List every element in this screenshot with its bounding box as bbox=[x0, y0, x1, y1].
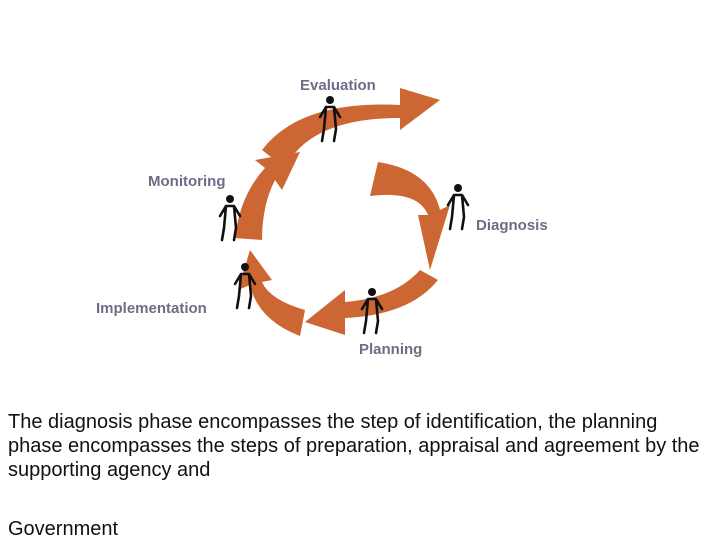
caption-text: The diagnosis phase encompasses the step… bbox=[8, 411, 700, 481]
arrow-implementation bbox=[238, 250, 305, 336]
person-icon bbox=[233, 263, 257, 310]
project-cycle-diagram: Evaluation Diagnosis Planning Implementa… bbox=[96, 77, 548, 358]
person-icon bbox=[318, 96, 342, 143]
stage-label-implementation: Implementation bbox=[96, 300, 207, 317]
arrow-diagnosis bbox=[370, 162, 450, 270]
person-icon bbox=[446, 184, 470, 231]
arrow-evaluation bbox=[262, 88, 440, 168]
arrow-planning bbox=[305, 270, 438, 335]
stage-label-diagnosis: Diagnosis bbox=[476, 217, 548, 234]
caption-tail-text: Government bbox=[8, 518, 119, 540]
stage-label-evaluation: Evaluation bbox=[300, 77, 376, 94]
person-icon bbox=[218, 195, 242, 242]
stage-label-planning: Planning bbox=[359, 341, 422, 358]
arrow-monitoring bbox=[235, 152, 300, 240]
stage-label-monitoring: Monitoring bbox=[148, 173, 225, 190]
person-icon bbox=[360, 288, 384, 335]
